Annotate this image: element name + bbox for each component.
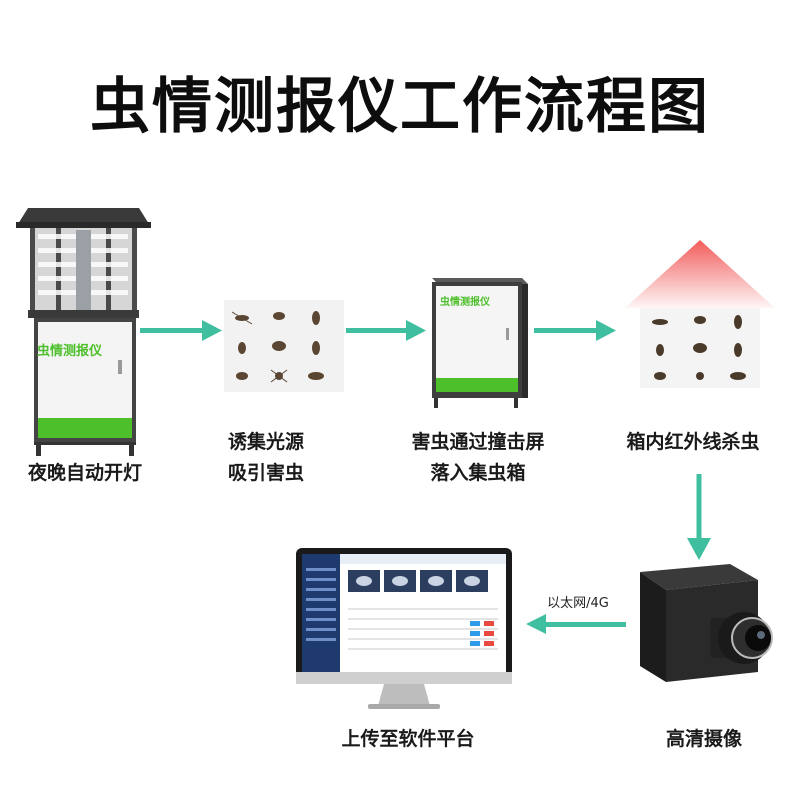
- step-label-impact-line2: 落入集虫箱: [430, 462, 526, 484]
- connection-label: 以太网/4G: [547, 596, 609, 611]
- step-label-impact-line1: 害虫通过撞击屏: [411, 431, 545, 453]
- arrow-right-icon: [140, 320, 222, 341]
- arrow-left-icon: [526, 614, 626, 634]
- collection-box-device: [432, 278, 528, 408]
- step-label-hd-camera: 高清摄像: [665, 728, 742, 750]
- infrared-chamber: [625, 240, 775, 388]
- device-brand-label: 虫情测报仪: [37, 344, 103, 359]
- insects-panel: [224, 300, 344, 392]
- hd-camera-device: [640, 564, 773, 682]
- insects-icon: [231, 311, 324, 383]
- arrow-right-icon: [534, 320, 616, 341]
- software-monitor: [296, 548, 512, 709]
- step-label-upload-platform: 上传至软件平台: [341, 728, 475, 750]
- page-title: 虫情测报仪工作流程图: [90, 72, 710, 142]
- step-label-infrared-kill: 箱内红外线杀虫: [626, 431, 760, 453]
- arrow-right-icon: [346, 320, 426, 341]
- forecast-lamp-device: [16, 208, 151, 456]
- box-brand-label: 虫情测报仪: [440, 297, 490, 308]
- step-label-lure-line2: 吸引害虫: [227, 462, 304, 484]
- arrow-down-icon: [687, 474, 711, 560]
- step-label-lure-line1: 诱集光源: [227, 431, 304, 453]
- step-label-night-light: 夜晚自动开灯: [27, 462, 142, 484]
